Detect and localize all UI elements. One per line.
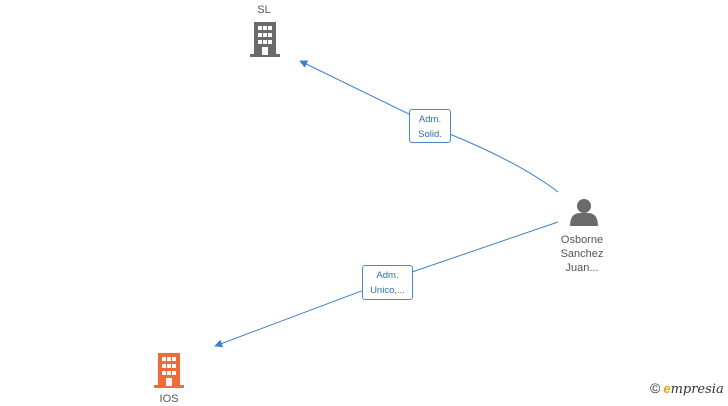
edge-label-line-2: Unico,...: [370, 285, 405, 296]
person-label[interactable]: Osborne Sanchez Juan...: [547, 233, 617, 275]
building-icon[interactable]: [250, 22, 280, 57]
copyright-symbol: ©: [650, 380, 661, 396]
edge-label-adm-unico[interactable]: Adm. Unico,...: [362, 265, 413, 300]
person-icon[interactable]: [570, 199, 598, 226]
edge-label-line-1: Adm.: [376, 270, 399, 281]
person-label-line-3: Juan...: [565, 262, 599, 274]
edge-label-adm-solid[interactable]: Adm. Solid.: [409, 109, 451, 143]
edge-label-line-1: Adm.: [418, 114, 442, 125]
building-icon[interactable]: [154, 353, 184, 388]
brand-name: mpresia: [670, 382, 724, 397]
edge-line-adm-solid: [299, 60, 559, 193]
person-label-line-1: Osborne: [560, 234, 604, 246]
brand-logo-letter: e: [663, 381, 671, 396]
company-bottom-label[interactable]: IOS: [159, 393, 179, 405]
person-label-line-2: Sanchez: [560, 248, 604, 260]
company-top-label[interactable]: SL: [257, 4, 271, 16]
watermark: ©empresia: [650, 380, 724, 397]
edge-label-line-2: Solid.: [418, 129, 442, 140]
